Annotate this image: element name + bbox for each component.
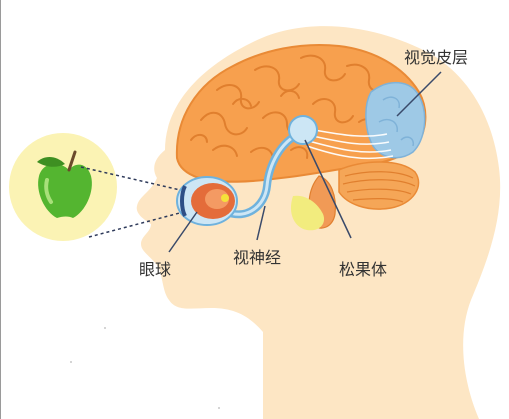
pineal-body <box>289 116 317 144</box>
label-optic-nerve: 视神经 <box>233 250 281 266</box>
cerebellum <box>339 162 419 209</box>
eyeball-illustration <box>177 177 237 225</box>
label-visual-cortex: 视觉皮层 <box>404 50 468 66</box>
label-pineal-body: 松果体 <box>339 262 387 278</box>
label-eyeball: 眼球 <box>139 262 171 278</box>
visual-cortex <box>366 83 425 158</box>
